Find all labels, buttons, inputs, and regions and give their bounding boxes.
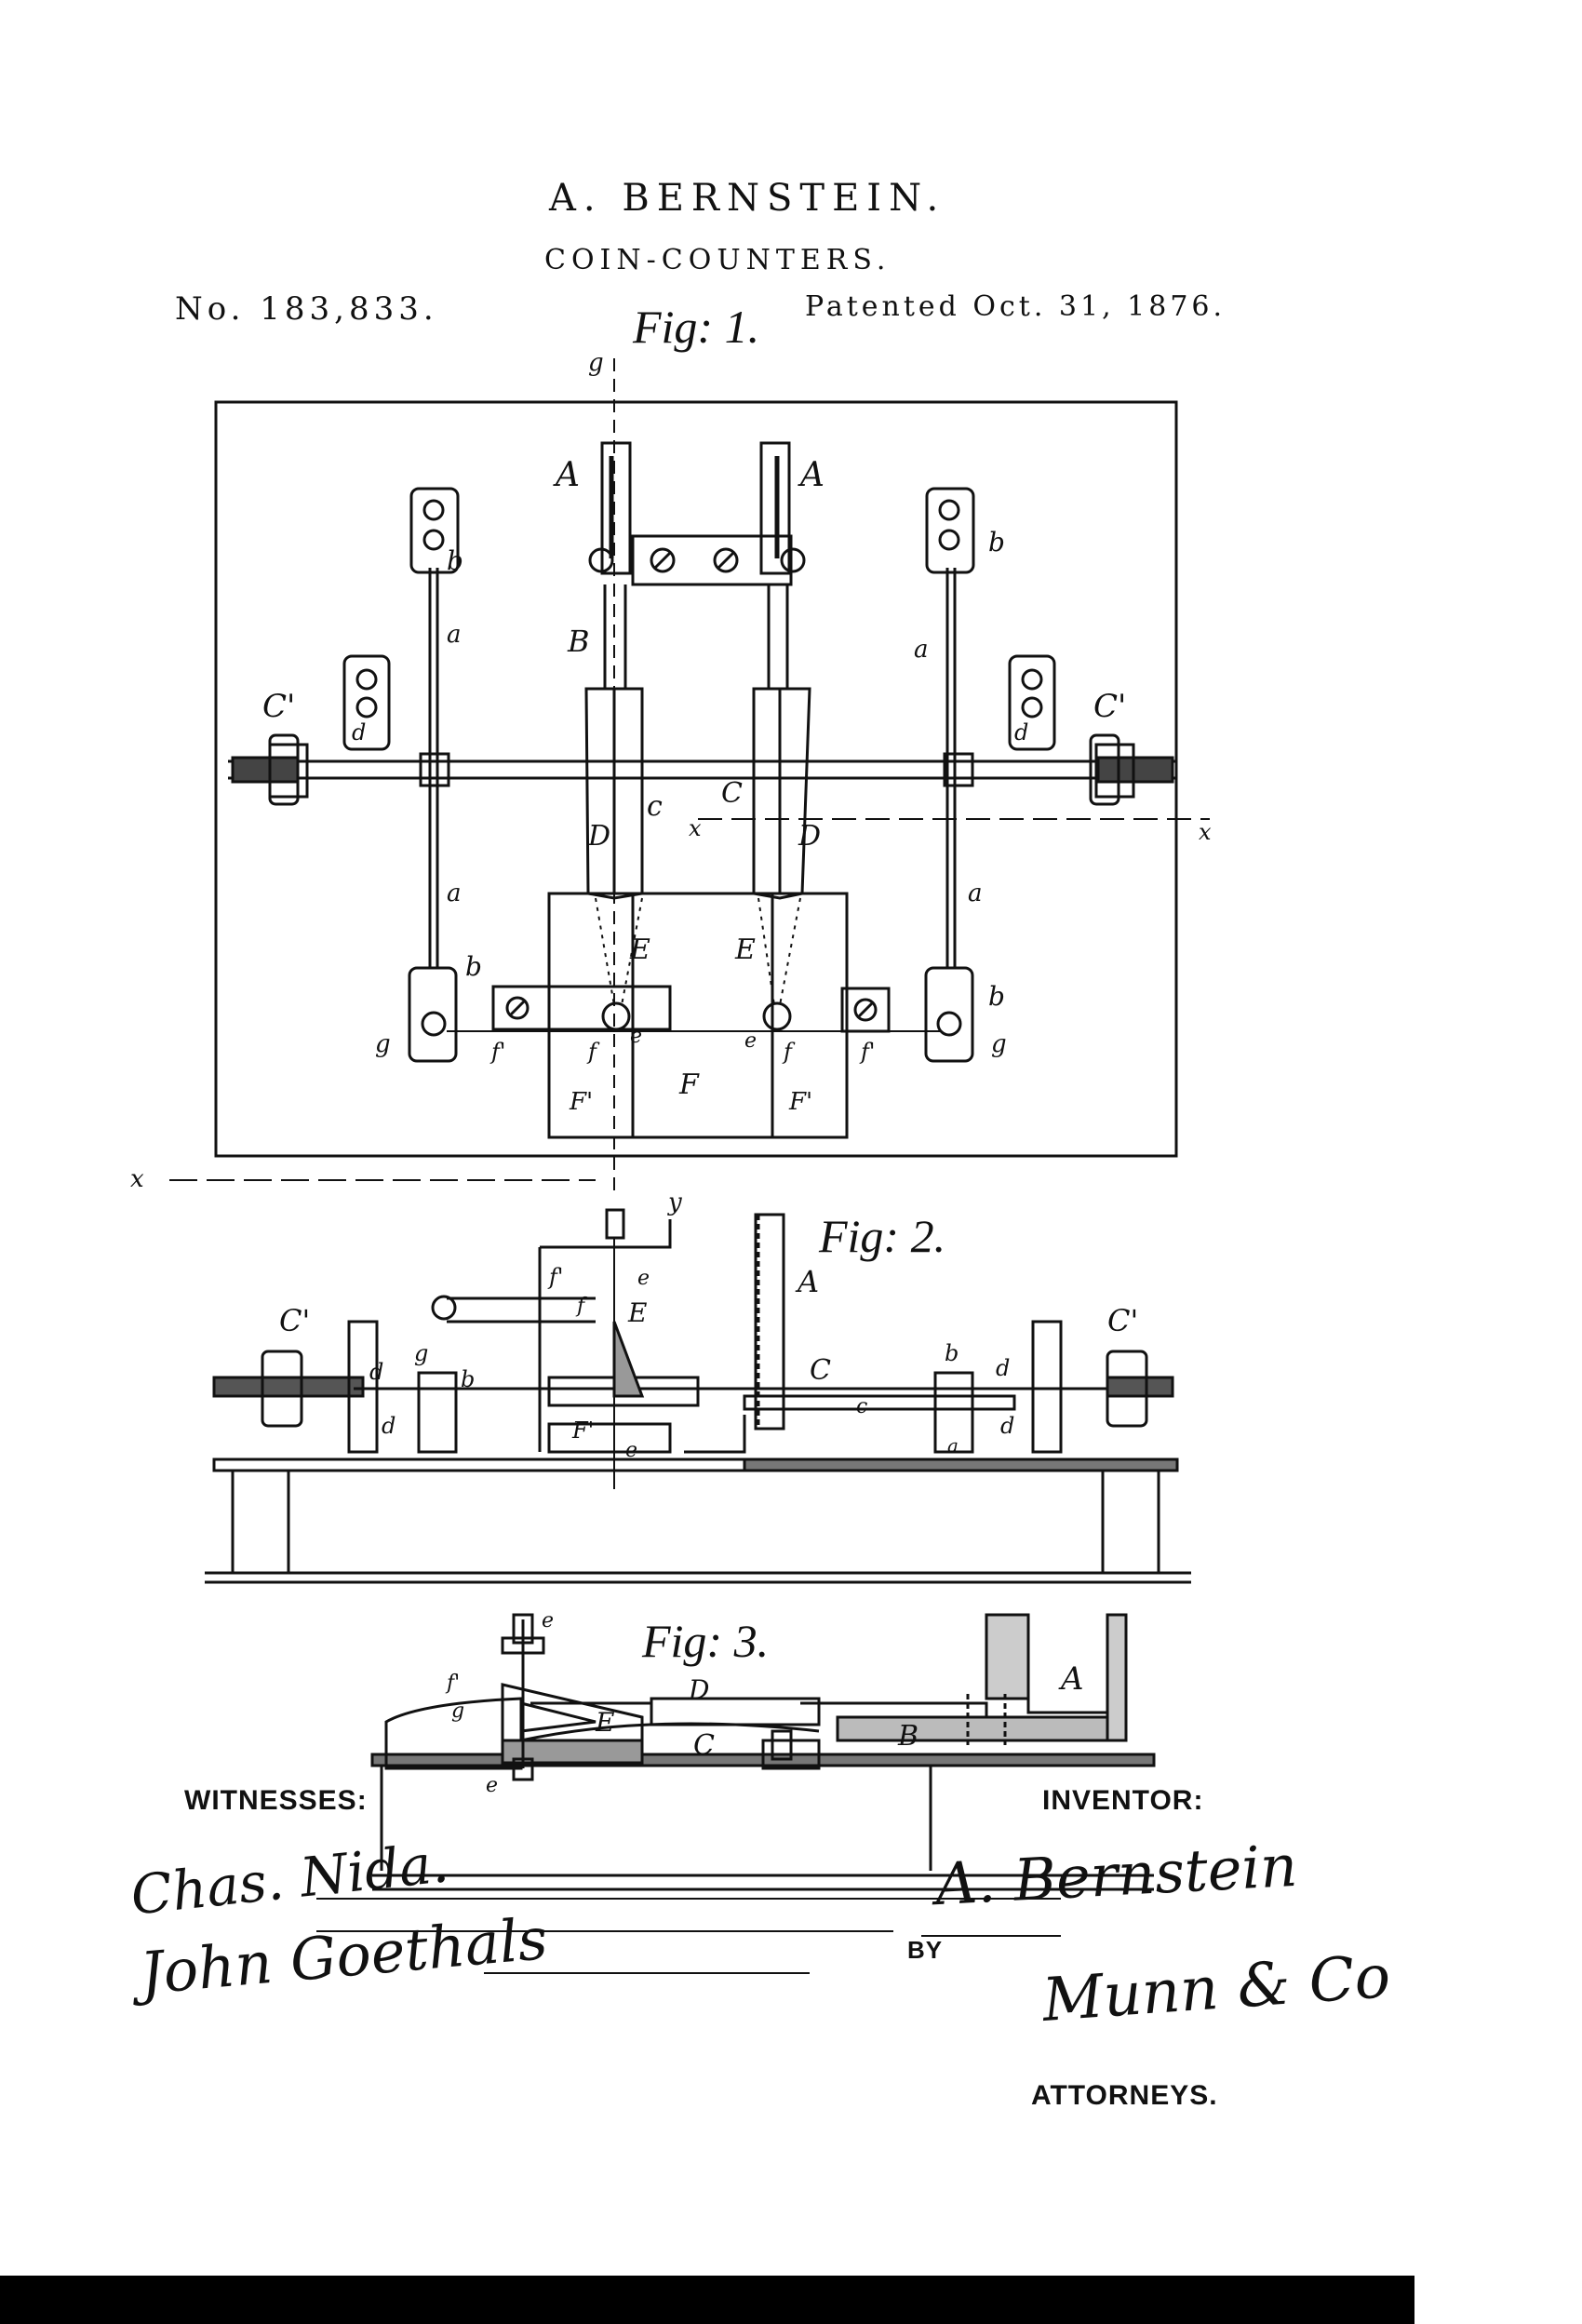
- label-F-prime-left: F': [569, 1088, 593, 1116]
- label-E-right: E: [734, 934, 756, 966]
- label-x-right: x: [1199, 819, 1212, 845]
- label-b-3: b: [465, 951, 482, 982]
- label-g-left: g: [375, 1030, 391, 1058]
- label-d-left: d: [352, 719, 366, 746]
- label-F-prime-right: F': [788, 1088, 812, 1116]
- fig2-label-b-right: b: [945, 1340, 959, 1366]
- label-f-left: f: [586, 1039, 600, 1065]
- fig3-label-A: A: [1058, 1660, 1084, 1698]
- fig1-caption: Fig: 1.: [632, 301, 759, 353]
- fig2-label-E: E: [627, 1297, 647, 1328]
- fig2-label-C: C: [810, 1354, 831, 1387]
- label-f-right: f: [782, 1039, 796, 1065]
- label-A-left: A: [553, 456, 580, 494]
- fig2-label-g: g: [414, 1340, 428, 1366]
- attorneys-label: ATTORNEYS.: [1031, 2080, 1218, 2111]
- fig2-label-c: c: [856, 1395, 867, 1418]
- label-f-prime-right: f': [859, 1039, 875, 1065]
- label-f-prime-left: f': [489, 1039, 505, 1065]
- fig2-label-d-4: d: [1000, 1413, 1014, 1439]
- fig3-label-f-prime: f': [445, 1672, 460, 1695]
- fig3-label-C: C: [693, 1729, 715, 1762]
- patent-title: COIN-COUNTERS.: [544, 244, 892, 276]
- figure-1: Fig: 1. g: [169, 301, 1210, 1191]
- label-y-bottom: y: [667, 1189, 682, 1216]
- label-b-1: b: [447, 545, 463, 576]
- label-A-right: A: [798, 456, 825, 494]
- fig3-label-g: g: [451, 1699, 464, 1723]
- label-C-prime-right: C': [1093, 688, 1126, 725]
- fig2-label-F-prime: F': [571, 1417, 594, 1444]
- patent-date: Patented Oct. 31, 1876.: [805, 290, 1227, 323]
- fig2-label-a: a: [947, 1434, 959, 1457]
- by-label: BY: [907, 1936, 944, 1964]
- figure-2: Fig: 2.: [205, 1208, 1191, 1584]
- fig3-label-B: B: [897, 1720, 918, 1753]
- fig3-label-E: E: [595, 1707, 614, 1738]
- fig3-label-e-bottom: e: [486, 1774, 498, 1797]
- patent-number: No. 183,833.: [175, 290, 438, 328]
- inventor-label: INVENTOR:: [1042, 1785, 1204, 1816]
- label-c: c: [647, 790, 663, 823]
- label-E-left: E: [629, 934, 650, 966]
- label-x-left: x: [130, 1165, 144, 1193]
- label-D-right: D: [798, 820, 821, 853]
- label-y-top: g: [588, 349, 604, 377]
- fig2-label-A: A: [795, 1264, 819, 1299]
- label-a-1: a: [447, 621, 462, 649]
- label-e-left: e: [630, 1025, 642, 1048]
- label-d-right: d: [1014, 719, 1028, 746]
- fig2-label-f-prime: f': [547, 1264, 563, 1290]
- witnesses-label: WITNESSES:: [184, 1785, 368, 1816]
- fig2-label-e-bottom: e: [625, 1439, 637, 1462]
- label-C-prime-left: C': [262, 688, 295, 725]
- label-F: F: [678, 1068, 700, 1101]
- label-a-2: a: [914, 636, 929, 664]
- fig2-label-d-1: d: [369, 1359, 383, 1385]
- label-a-3: a: [447, 880, 462, 907]
- fig2-labels: A C c C' C' d d d d b b g f' f E e F' e …: [279, 1264, 1138, 1462]
- label-e-right: e: [744, 1029, 757, 1053]
- label-b-4: b: [988, 981, 1005, 1012]
- label-x-mid: x: [689, 815, 702, 841]
- fig2-label-e-top: e: [637, 1267, 650, 1290]
- fig3-label-D: D: [688, 1674, 709, 1705]
- fig3-label-e-top: e: [542, 1609, 554, 1632]
- fig3-labels: A B C D E e e f' g: [445, 1609, 1084, 1797]
- fig2-label-C-prime-right: C': [1107, 1303, 1138, 1338]
- scan-edge-bar: [0, 2276, 1414, 2324]
- label-D-left: D: [587, 820, 610, 853]
- signature-lines: [316, 1898, 1061, 1974]
- figure-3: Fig: 3.: [370, 1613, 1156, 1891]
- label-a-4: a: [968, 880, 983, 907]
- fig2-label-d-3: d: [996, 1355, 1010, 1381]
- fig1-labels: A A B c C D D x x E E F F' F' b b b b a …: [130, 456, 1212, 1216]
- inventor-name: A. BERNSTEIN.: [549, 177, 946, 220]
- fig3-caption: Fig: 3.: [641, 1615, 769, 1667]
- fig2-caption: Fig: 2.: [818, 1210, 945, 1262]
- label-b-2: b: [988, 527, 1005, 557]
- fig2-label-d-2: d: [382, 1413, 396, 1439]
- label-B: B: [567, 624, 590, 659]
- fig2-label-C-prime-left: C': [279, 1303, 310, 1338]
- fig2-label-b-left: b: [461, 1366, 475, 1392]
- label-C: C: [721, 777, 743, 810]
- label-g-right: g: [991, 1030, 1007, 1058]
